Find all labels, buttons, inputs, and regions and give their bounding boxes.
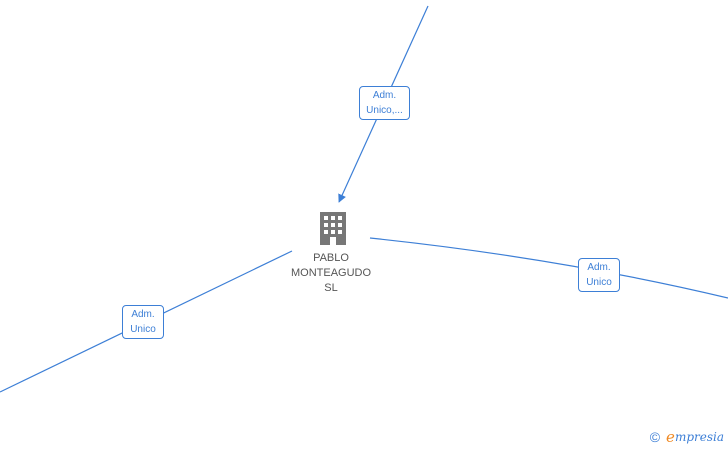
edge-label-left[interactable]: Adm. Unico <box>122 305 164 339</box>
company-name-line: SL <box>324 282 338 294</box>
company-name-line: PABLO <box>313 252 349 264</box>
edge-label-line: Adm. <box>372 90 397 101</box>
copyright-icon: © <box>649 429 661 445</box>
brand-e: e <box>666 428 675 446</box>
edge-label-line: Adm. <box>131 309 155 320</box>
brand-name: mpresia <box>674 430 724 444</box>
edge-label-line: Unico <box>130 324 156 335</box>
edge-label-right[interactable]: Adm. Unico <box>578 258 620 292</box>
edge-label-line: Unico,... <box>366 105 403 116</box>
building-icon[interactable] <box>318 211 348 245</box>
edge-line-right <box>369 237 728 299</box>
edge-label-top[interactable]: Adm. Unico,... <box>359 86 410 120</box>
company-name-line: MONTEAGUDO <box>290 267 372 279</box>
company-name[interactable]: PABLO MONTEAGUDO SL <box>285 251 377 296</box>
edge-label-line: Adm. <box>587 262 611 273</box>
edge-label-line: Unico <box>586 277 612 288</box>
